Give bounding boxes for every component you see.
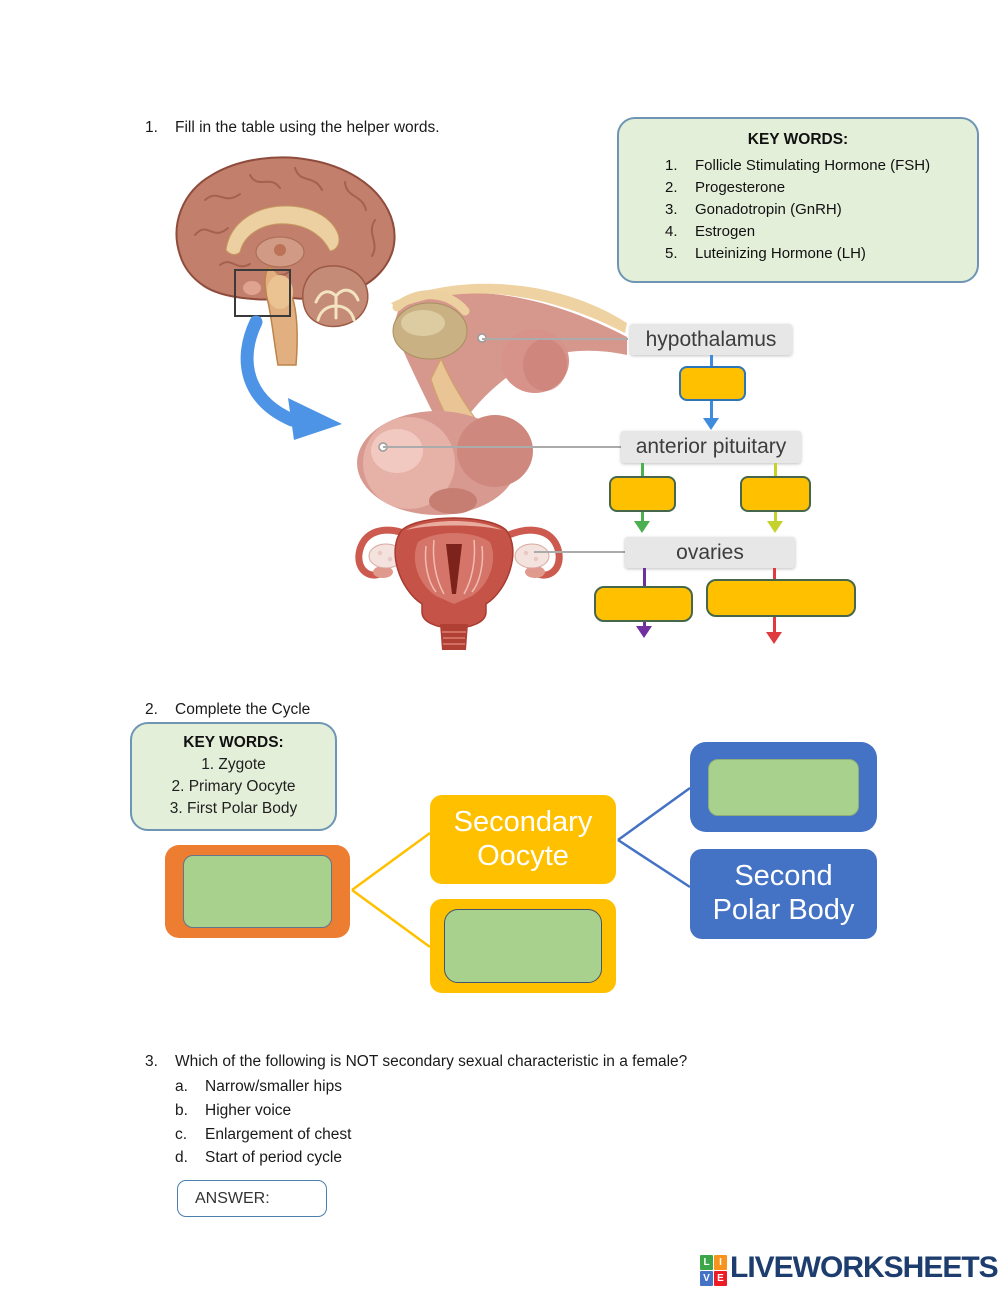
keyword-item: 3. First Polar Body xyxy=(169,800,298,817)
question-3-text: Which of the following is NOT secondary … xyxy=(175,1053,688,1070)
node-secondary-oocyte: Secondary Oocyte xyxy=(430,795,616,884)
question-2-prompt: 2. Complete the Cycle xyxy=(145,701,310,719)
arrow-fsh-head xyxy=(634,521,650,533)
cycle-connector-lines xyxy=(351,786,691,949)
arrow-progesterone-head xyxy=(766,632,782,644)
answer-box-gnrh[interactable] xyxy=(679,366,746,401)
keyword-item: 1. Zygote xyxy=(201,756,266,773)
answer-input-box[interactable]: ANSWER: xyxy=(177,1180,327,1217)
arrow-lh-head xyxy=(767,521,783,533)
label-anterior-pituitary: anterior pituitary xyxy=(621,431,801,463)
option-b: b. Higher voice xyxy=(175,1102,292,1119)
option-c: c. Enlargement of chest xyxy=(175,1126,352,1143)
keywords-1-title: KEY WORDS: xyxy=(747,131,849,148)
keyword-item: 2. Primary Oocyte xyxy=(171,778,296,795)
keyword-item: 1. Follicle Stimulating Hormone (FSH) xyxy=(665,157,931,174)
answer-box-fsh[interactable] xyxy=(609,476,676,512)
leader-line-hypothalamus xyxy=(482,338,628,340)
keyword-item: 5. Luteinizing Hormone (LH) xyxy=(665,245,866,262)
answer-box-lh[interactable] xyxy=(740,476,811,512)
keywords-box-2: KEY WORDS: 1. Zygote 2. Primary Oocyte 3… xyxy=(130,722,337,831)
question-3-prompt: 3. Which of the following is NOT seconda… xyxy=(145,1053,687,1071)
question-2-text: Complete the Cycle xyxy=(175,701,311,718)
zoom-arrow-icon xyxy=(240,315,342,440)
option-d: d. Start of period cycle xyxy=(175,1149,342,1166)
answer-box-primary-oocyte[interactable] xyxy=(183,855,332,928)
label-ovaries: ovaries xyxy=(625,537,795,568)
liveworksheets-logo: L I V E LIVEWORKSHEETS xyxy=(700,1251,999,1286)
leader-line-ovaries xyxy=(534,551,625,553)
node-primary-oocyte xyxy=(165,845,350,938)
answer-box-zygote[interactable] xyxy=(444,909,602,983)
keywords-box-1: KEY WORDS: 1. Follicle Stimulating Hormo… xyxy=(617,117,979,283)
arrow-estrogen-head xyxy=(636,626,652,638)
leader-line-anterior-pituitary xyxy=(383,446,621,448)
keyword-item: 3. Gonadotropin (GnRH) xyxy=(665,201,842,218)
question-3-number: 3. xyxy=(145,1053,158,1070)
keyword-item: 2. Progesterone xyxy=(665,179,786,196)
keyword-item: 4. Estrogen xyxy=(665,223,756,240)
pituitary-illustration xyxy=(357,283,627,515)
question-1-number: 1. xyxy=(145,119,158,136)
pituitary-zoom-square xyxy=(234,269,291,317)
keywords-2-title: KEY WORDS: xyxy=(183,734,284,751)
question-1-text: Fill in the table using the helper words… xyxy=(175,119,440,136)
option-a: a. Narrow/smaller hips xyxy=(175,1078,342,1095)
brain-illustration xyxy=(175,156,396,366)
liveworksheets-grid-icon: L I V E xyxy=(700,1255,727,1286)
node-zygote xyxy=(430,899,616,993)
brand-name: LIVEWORKSHEETS xyxy=(730,1251,999,1284)
label-hypothalamus: hypothalamus xyxy=(630,324,792,355)
answer-label: ANSWER: xyxy=(195,1189,270,1207)
question-2-number: 2. xyxy=(145,701,158,718)
answer-box-progesterone[interactable] xyxy=(706,579,856,617)
answer-box-first-polar-body[interactable] xyxy=(708,758,859,816)
answer-box-estrogen[interactable] xyxy=(594,586,693,622)
uterus-illustration xyxy=(355,517,563,650)
node-first-polar-body xyxy=(690,742,877,832)
arrow-gnrh-head xyxy=(703,418,719,430)
question-1-prompt: 1. Fill in the table using the helper wo… xyxy=(145,119,440,137)
node-second-polar-body: Second Polar Body xyxy=(690,849,877,939)
